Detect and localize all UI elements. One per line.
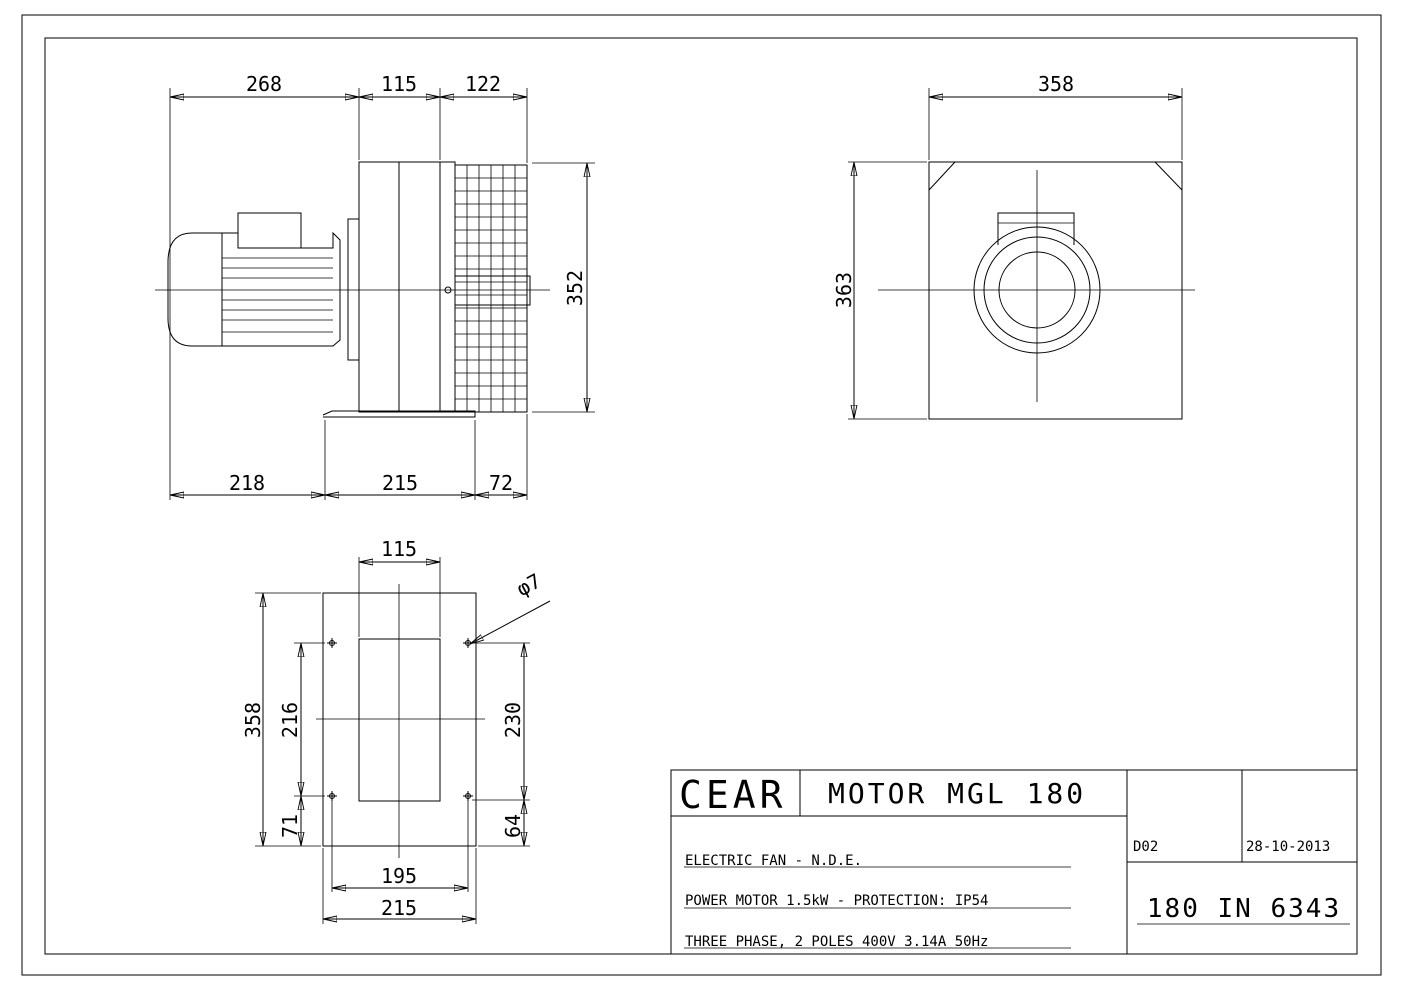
description-line-3: THREE PHASE, 2 POLES 400V 3.14A 50Hz xyxy=(685,934,988,950)
dim-side-grille-width: 122 xyxy=(465,72,501,96)
drawing-number: 180 IN 6343 xyxy=(1147,894,1341,924)
dim-base-right-inner: 230 xyxy=(501,702,525,738)
company-logo: CEAR xyxy=(679,773,787,817)
dim-base-hole: φ7 xyxy=(512,569,545,602)
dim-base-left-inner: 216 xyxy=(278,702,302,738)
drawing-title: MOTOR MGL 180 xyxy=(828,777,1086,810)
description-line-1: ELECTRIC FAN - N.D.E. xyxy=(685,853,862,869)
revision-code: D02 xyxy=(1133,839,1158,855)
front-view xyxy=(848,88,1195,420)
dim-base-bottom-outer: 215 xyxy=(381,896,417,920)
dim-side-housing-width: 115 xyxy=(381,72,417,96)
dim-side-bottom-left: 218 xyxy=(229,471,265,495)
dim-side-motor-length: 268 xyxy=(246,72,282,96)
dim-side-height: 352 xyxy=(563,270,587,306)
drawing-date: 28-10-2013 xyxy=(1246,839,1330,855)
dim-base-left-outer: 358 xyxy=(241,702,265,738)
dim-side-bottom-base: 215 xyxy=(382,471,418,495)
dim-base-top: 115 xyxy=(381,537,417,561)
title-block xyxy=(670,769,1358,955)
dim-base-left-bottom: 71 xyxy=(278,814,302,838)
side-view xyxy=(155,88,595,500)
dim-front-width: 358 xyxy=(1038,72,1074,96)
base-view xyxy=(255,557,551,924)
dim-side-bottom-right: 72 xyxy=(489,471,513,495)
dim-base-right-bottom: 64 xyxy=(501,814,525,838)
description-line-2: POWER MOTOR 1.5kW - PROTECTION: IP54 xyxy=(685,893,988,909)
dim-front-height: 363 xyxy=(832,272,856,308)
dim-base-bottom-inner: 195 xyxy=(381,864,417,888)
